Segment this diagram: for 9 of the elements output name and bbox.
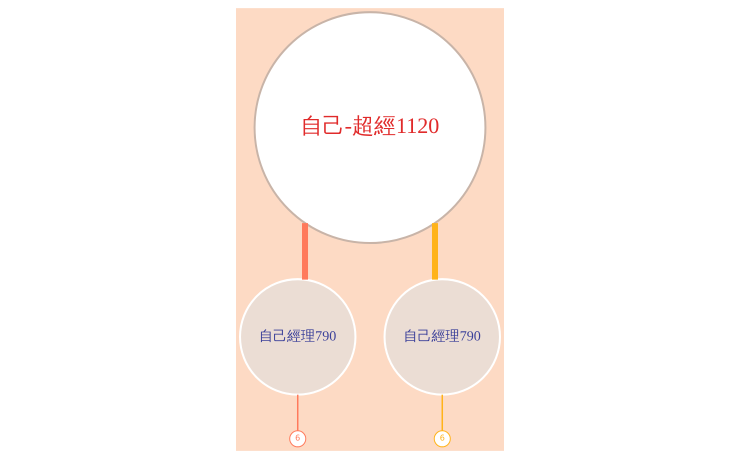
connector bbox=[442, 394, 444, 431]
connector bbox=[432, 223, 438, 280]
node-circle: 自己經理790 bbox=[239, 278, 356, 396]
node-circle: 6 bbox=[434, 430, 451, 448]
node-circle: 自己-超經1120 bbox=[254, 11, 486, 244]
node-circle: 自己經理790 bbox=[384, 278, 501, 396]
connector bbox=[302, 223, 308, 280]
connector bbox=[296, 394, 298, 431]
node-circle: 6 bbox=[289, 430, 306, 448]
